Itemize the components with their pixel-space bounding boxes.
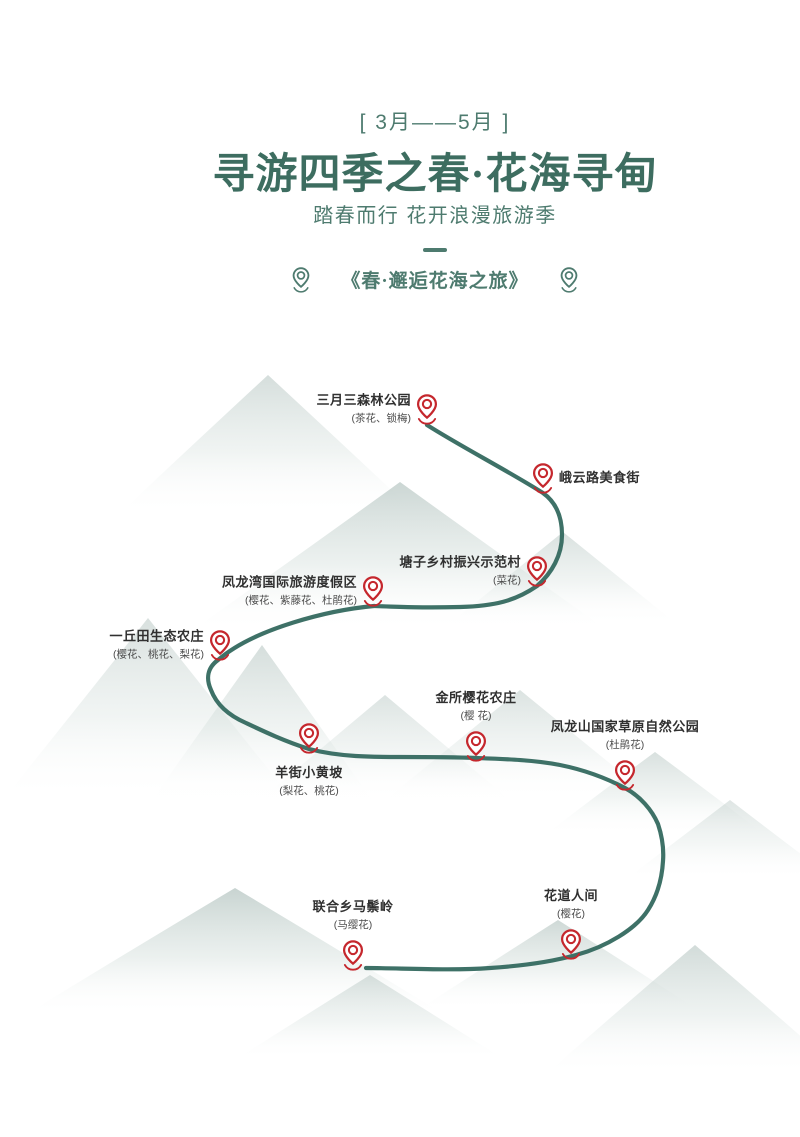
mountain-silhouette [25, 888, 445, 1015]
tagline-row: 《春·邂逅花海之旅》 [70, 266, 800, 293]
stop-flowers: (梨花、桃花) [279, 785, 339, 797]
route-line [206, 422, 666, 972]
stop-flowers: (樱花、桃花、梨花) [113, 648, 204, 661]
stop-name: 三月三森林公园 [316, 392, 411, 408]
mountain-silhouette [545, 752, 765, 835]
stop-flowers: (樱花、紫藤花、杜鹃花) [245, 594, 357, 607]
stop-label: 羊街小黄坡 (梨花、桃花) [275, 764, 343, 798]
location-pin-icon [560, 266, 578, 293]
map-pin-icon [560, 928, 582, 960]
stop-name: 一丘田生态农庄 [109, 628, 204, 644]
location-pin-icon [292, 266, 310, 293]
stop-name: 花道人间 [543, 888, 599, 903]
mountain-silhouette [625, 800, 800, 880]
stop-name: 塘子乡村振兴示范村 [399, 554, 521, 570]
tagline: 《春·邂逅花海之旅》 [341, 271, 529, 292]
stop-label: 塘子乡村振兴示范村 (菜花) [399, 553, 521, 587]
stop-label: 凤龙山国家草原自然公园 (杜鹃花) [551, 718, 700, 752]
map-pin-icon [614, 759, 636, 791]
mountain-silhouette [418, 920, 698, 1010]
map-pin-icon [342, 939, 364, 971]
date-range: [ 3月——5月 ] [359, 111, 511, 134]
stop-flowers: (樱花) [556, 908, 585, 920]
stop-label: 一丘田生态农庄 (樱花、桃花、梨花) [109, 627, 204, 661]
stop-label: 花道人间 (樱花) [544, 887, 598, 921]
stop-name: 羊街小黄坡 [275, 765, 343, 780]
stop-label: 联合乡马鬃岭 (马缨花) [312, 898, 393, 932]
stop-label: 峨云路美食街 [559, 469, 640, 486]
mountain-silhouette [118, 375, 418, 515]
divider [423, 248, 447, 252]
stop-name: 金所樱花农庄 [435, 690, 517, 705]
subtitle: 踏春而行 花开浪漫旅游季 [313, 205, 557, 227]
stop-label: 三月三森林公园 (茶花、锁梅) [316, 391, 411, 425]
stop-flowers: (马缨花) [333, 919, 373, 931]
mountain-silhouette [235, 975, 505, 1060]
map-pin-icon [526, 555, 548, 587]
stop-name: 峨云路美食街 [559, 470, 641, 486]
page-title: 寻游四季之春·花海寻甸 [212, 152, 658, 198]
stop-flowers: (樱 花) [460, 710, 492, 722]
map-pin-icon [416, 393, 438, 425]
stop-label: 金所樱花农庄 (樱 花) [435, 689, 516, 723]
mountain-silhouette [545, 945, 800, 1075]
map-pin-icon [532, 462, 554, 494]
stop-name: 联合乡马鬃岭 [312, 899, 394, 914]
stop-flowers: (菜花) [493, 574, 521, 587]
stop-label: 凤龙湾国际旅游度假区 (樱花、紫藤花、杜鹃花) [222, 573, 357, 607]
map-pin-icon [465, 730, 487, 762]
stop-name: 凤龙山国家草原自然公园 [550, 719, 700, 734]
map-pin-icon [362, 575, 384, 607]
map-pin-icon [209, 629, 231, 661]
stop-flowers: (杜鹃花) [605, 739, 645, 751]
map-pin-icon [298, 722, 320, 754]
stop-name: 凤龙湾国际旅游度假区 [221, 574, 357, 590]
stop-flowers: (茶花、锁梅) [351, 412, 412, 425]
